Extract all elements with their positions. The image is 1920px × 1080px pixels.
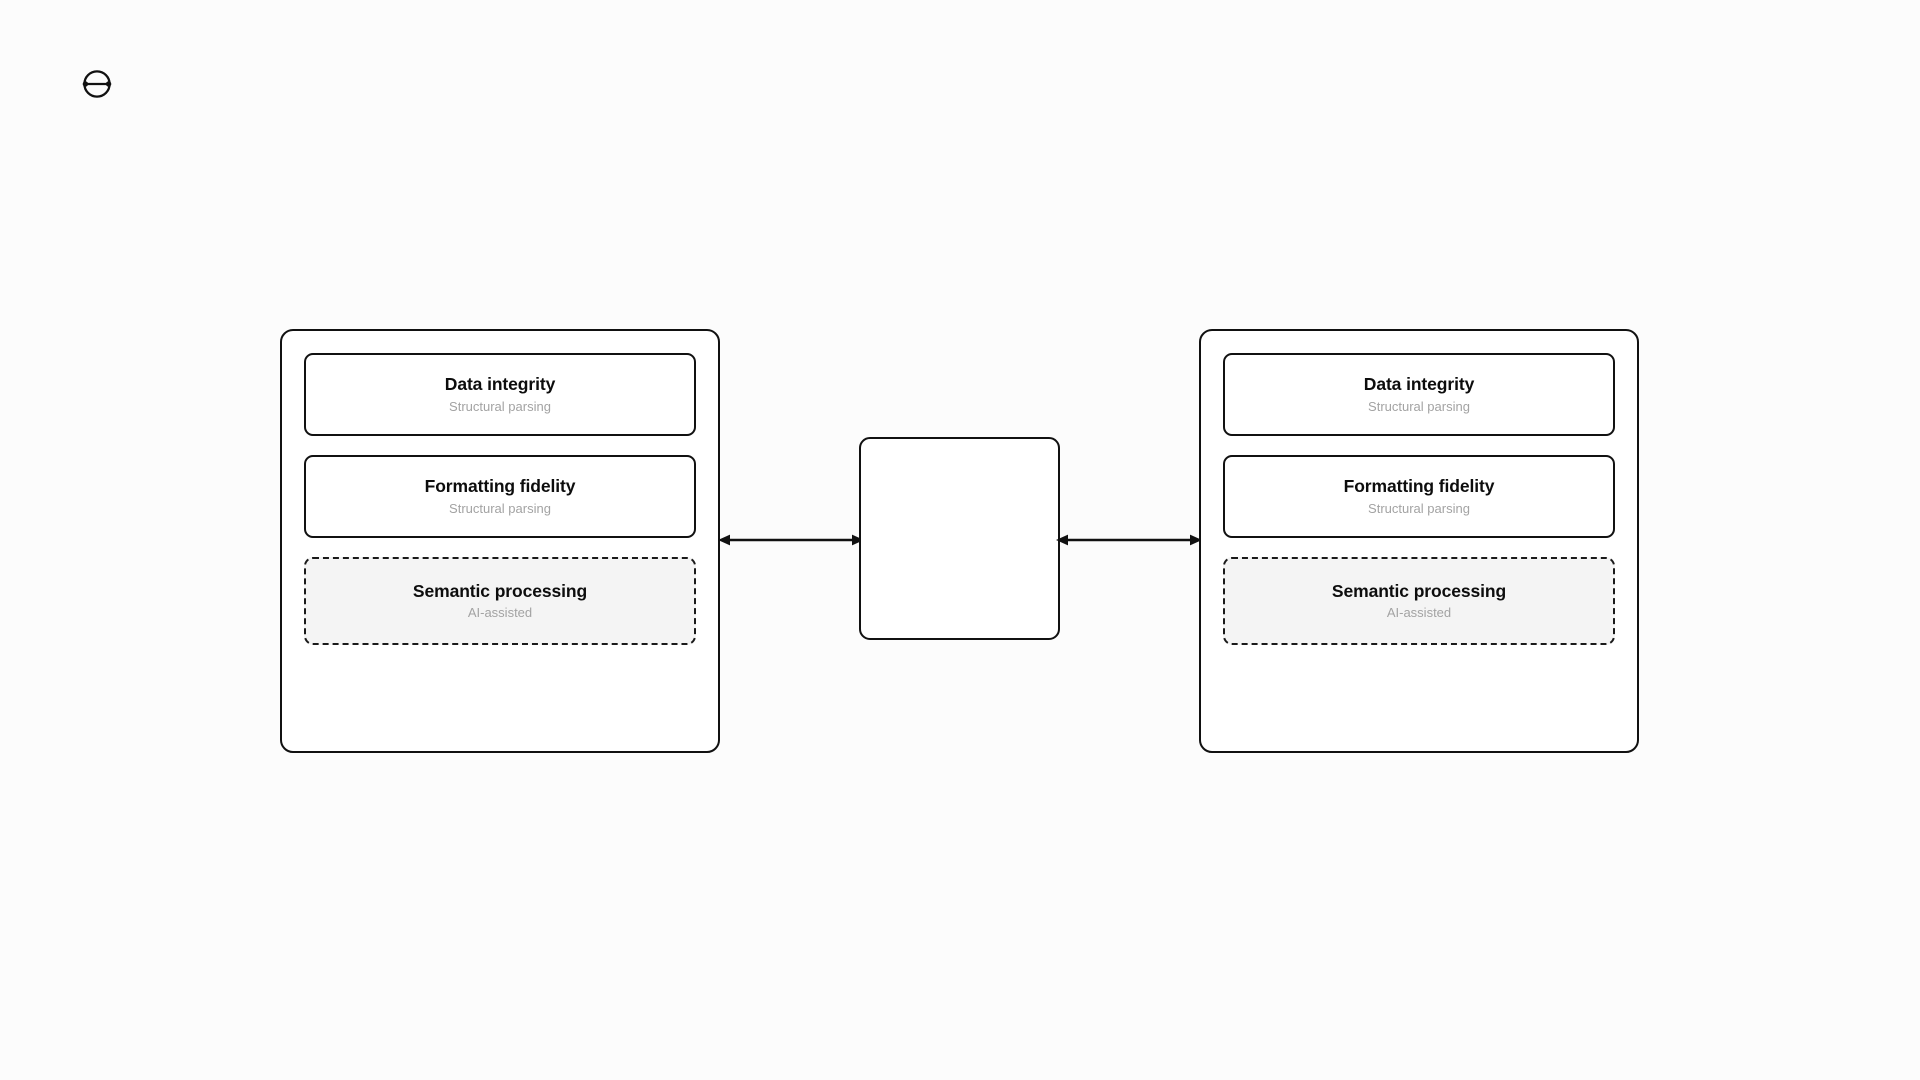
card-formatting-fidelity[interactable]: Formatting fidelity Structural parsing — [1223, 455, 1615, 538]
card-semantic-processing[interactable]: Semantic processing AI-assisted — [304, 557, 696, 645]
panel-left[interactable]: Data integrity Structural parsing Format… — [280, 329, 720, 753]
card-subtitle: Structural parsing — [449, 500, 551, 516]
card-title: Formatting fidelity — [424, 476, 576, 497]
card-title: Semantic processing — [412, 580, 588, 601]
card-data-integrity[interactable]: Data integrity Structural parsing — [304, 353, 696, 436]
double-headed-arrow-icon — [718, 517, 864, 563]
card-title: Formatting fidelity — [1343, 476, 1495, 497]
card-subtitle: AI-assisted — [467, 605, 533, 621]
brand-logo[interactable] — [80, 67, 114, 101]
card-title: Semantic processing — [1331, 580, 1507, 601]
connector-center-to-right — [1056, 517, 1202, 563]
card-subtitle: Structural parsing — [449, 398, 551, 414]
card-subtitle: AI-assisted — [1386, 605, 1452, 621]
circle-with-horizontal-axis-icon — [80, 67, 114, 101]
card-data-integrity[interactable]: Data integrity Structural parsing — [1223, 353, 1615, 436]
card-title: Data integrity — [1363, 374, 1475, 395]
connector-left-to-center — [718, 517, 864, 563]
card-subtitle: Structural parsing — [1368, 500, 1470, 516]
double-headed-arrow-icon — [1056, 517, 1202, 563]
card-title: Data integrity — [444, 374, 556, 395]
card-subtitle: Structural parsing — [1368, 398, 1470, 414]
panel-right[interactable]: Data integrity Structural parsing Format… — [1199, 329, 1639, 753]
center-node[interactable] — [859, 437, 1060, 640]
card-semantic-processing[interactable]: Semantic processing AI-assisted — [1223, 557, 1615, 645]
card-formatting-fidelity[interactable]: Formatting fidelity Structural parsing — [304, 455, 696, 538]
